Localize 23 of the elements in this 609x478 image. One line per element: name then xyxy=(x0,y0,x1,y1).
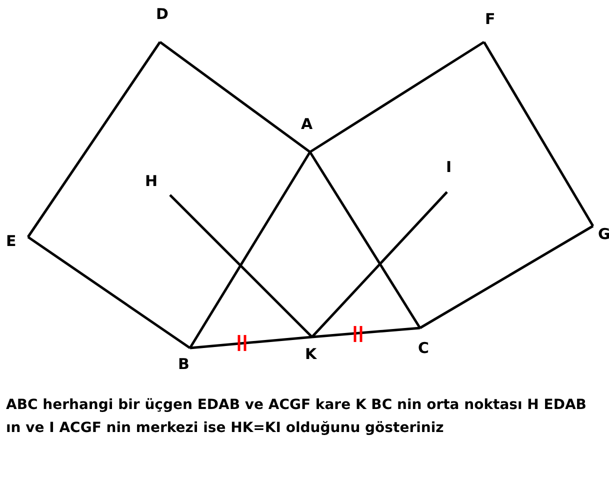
point-label: A xyxy=(301,116,313,132)
line-segment xyxy=(159,41,311,153)
point-label: F xyxy=(485,11,496,27)
line-segment xyxy=(309,40,485,154)
point-label: B xyxy=(178,356,190,372)
line-segment xyxy=(27,236,191,350)
line-segment xyxy=(308,151,422,329)
point-label: C xyxy=(418,340,430,356)
point-label: I xyxy=(446,159,452,175)
point-label: E xyxy=(6,233,16,249)
line-segment xyxy=(419,224,594,330)
line-segment xyxy=(169,194,313,338)
line-segment xyxy=(190,336,312,350)
line-segment xyxy=(311,191,448,338)
line-segment xyxy=(188,151,312,349)
point-label: G xyxy=(598,226,609,242)
line-segment xyxy=(312,326,420,338)
point-label: K xyxy=(305,346,317,362)
point-label: H xyxy=(145,173,158,189)
line-segment xyxy=(482,41,594,227)
point-label: D xyxy=(156,6,168,22)
caption-text: ABC herhangi bir üçgen EDAB ve ACGF kare K BC nin orta noktası H EDAB ın ve I ACGF nin merkezi ise HK=KI olduğunu gösteriniz xyxy=(6,396,588,438)
line-segment xyxy=(26,41,162,238)
